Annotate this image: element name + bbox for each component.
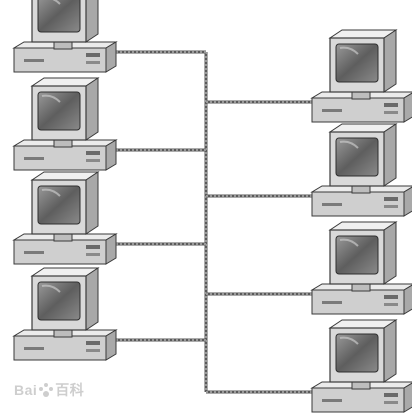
computer-right-1 xyxy=(311,29,412,123)
computer-left-2 xyxy=(13,77,117,171)
watermark-text-left: Bai xyxy=(14,382,38,398)
computer-left-3 xyxy=(13,171,117,265)
computer-right-2 xyxy=(311,123,412,217)
drop-cables xyxy=(100,50,318,394)
computer-left-1 xyxy=(13,0,117,73)
baidu-watermark: Bai 百科 xyxy=(14,380,84,400)
paw-icon xyxy=(39,383,54,397)
computer-right-4 xyxy=(311,319,412,413)
watermark-text-right: 百科 xyxy=(55,382,85,398)
computer-right-3 xyxy=(311,221,412,315)
computer-left-4 xyxy=(13,267,117,361)
drop-cable-highlights xyxy=(100,51,318,393)
